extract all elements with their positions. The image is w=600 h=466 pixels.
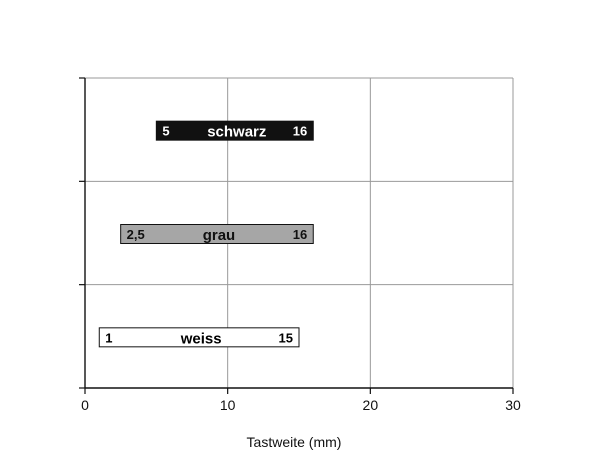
bar-rect (120, 224, 314, 244)
x-tick-label: 10 (220, 397, 236, 413)
bar-start-label: 1 (105, 330, 112, 345)
bar-rect (98, 327, 300, 348)
bar-name-label: weiss (180, 330, 222, 347)
bar-name-label: grau (203, 227, 236, 244)
bar-weiss: 1 weiss 15 (98, 327, 300, 348)
axes (79, 77, 513, 389)
bar-end-label: 16 (293, 227, 307, 242)
x-tick-label: 20 (363, 397, 379, 413)
bar-start-label: 5 (162, 124, 169, 139)
bar-name-label: schwarz (207, 124, 266, 141)
x-tick-label: 30 (505, 397, 521, 413)
bar-rect (155, 120, 314, 141)
x-axis-title: Tastweite (mm) (247, 434, 342, 450)
x-axis-ticks: 0 10 20 30 (81, 388, 521, 413)
bar-grau: 2,5 grau 16 (120, 224, 314, 244)
bar-start-label: 2,5 (127, 227, 145, 242)
bar-end-label: 16 (293, 124, 307, 139)
bar-schwarz: 5 schwarz 16 (155, 120, 314, 141)
bars: 1 weiss 15 2,5 grau 16 5 schwarz 16 (98, 120, 314, 348)
x-tick-label: 0 (81, 397, 89, 413)
grid (85, 77, 514, 388)
bar-end-label: 15 (279, 330, 293, 345)
